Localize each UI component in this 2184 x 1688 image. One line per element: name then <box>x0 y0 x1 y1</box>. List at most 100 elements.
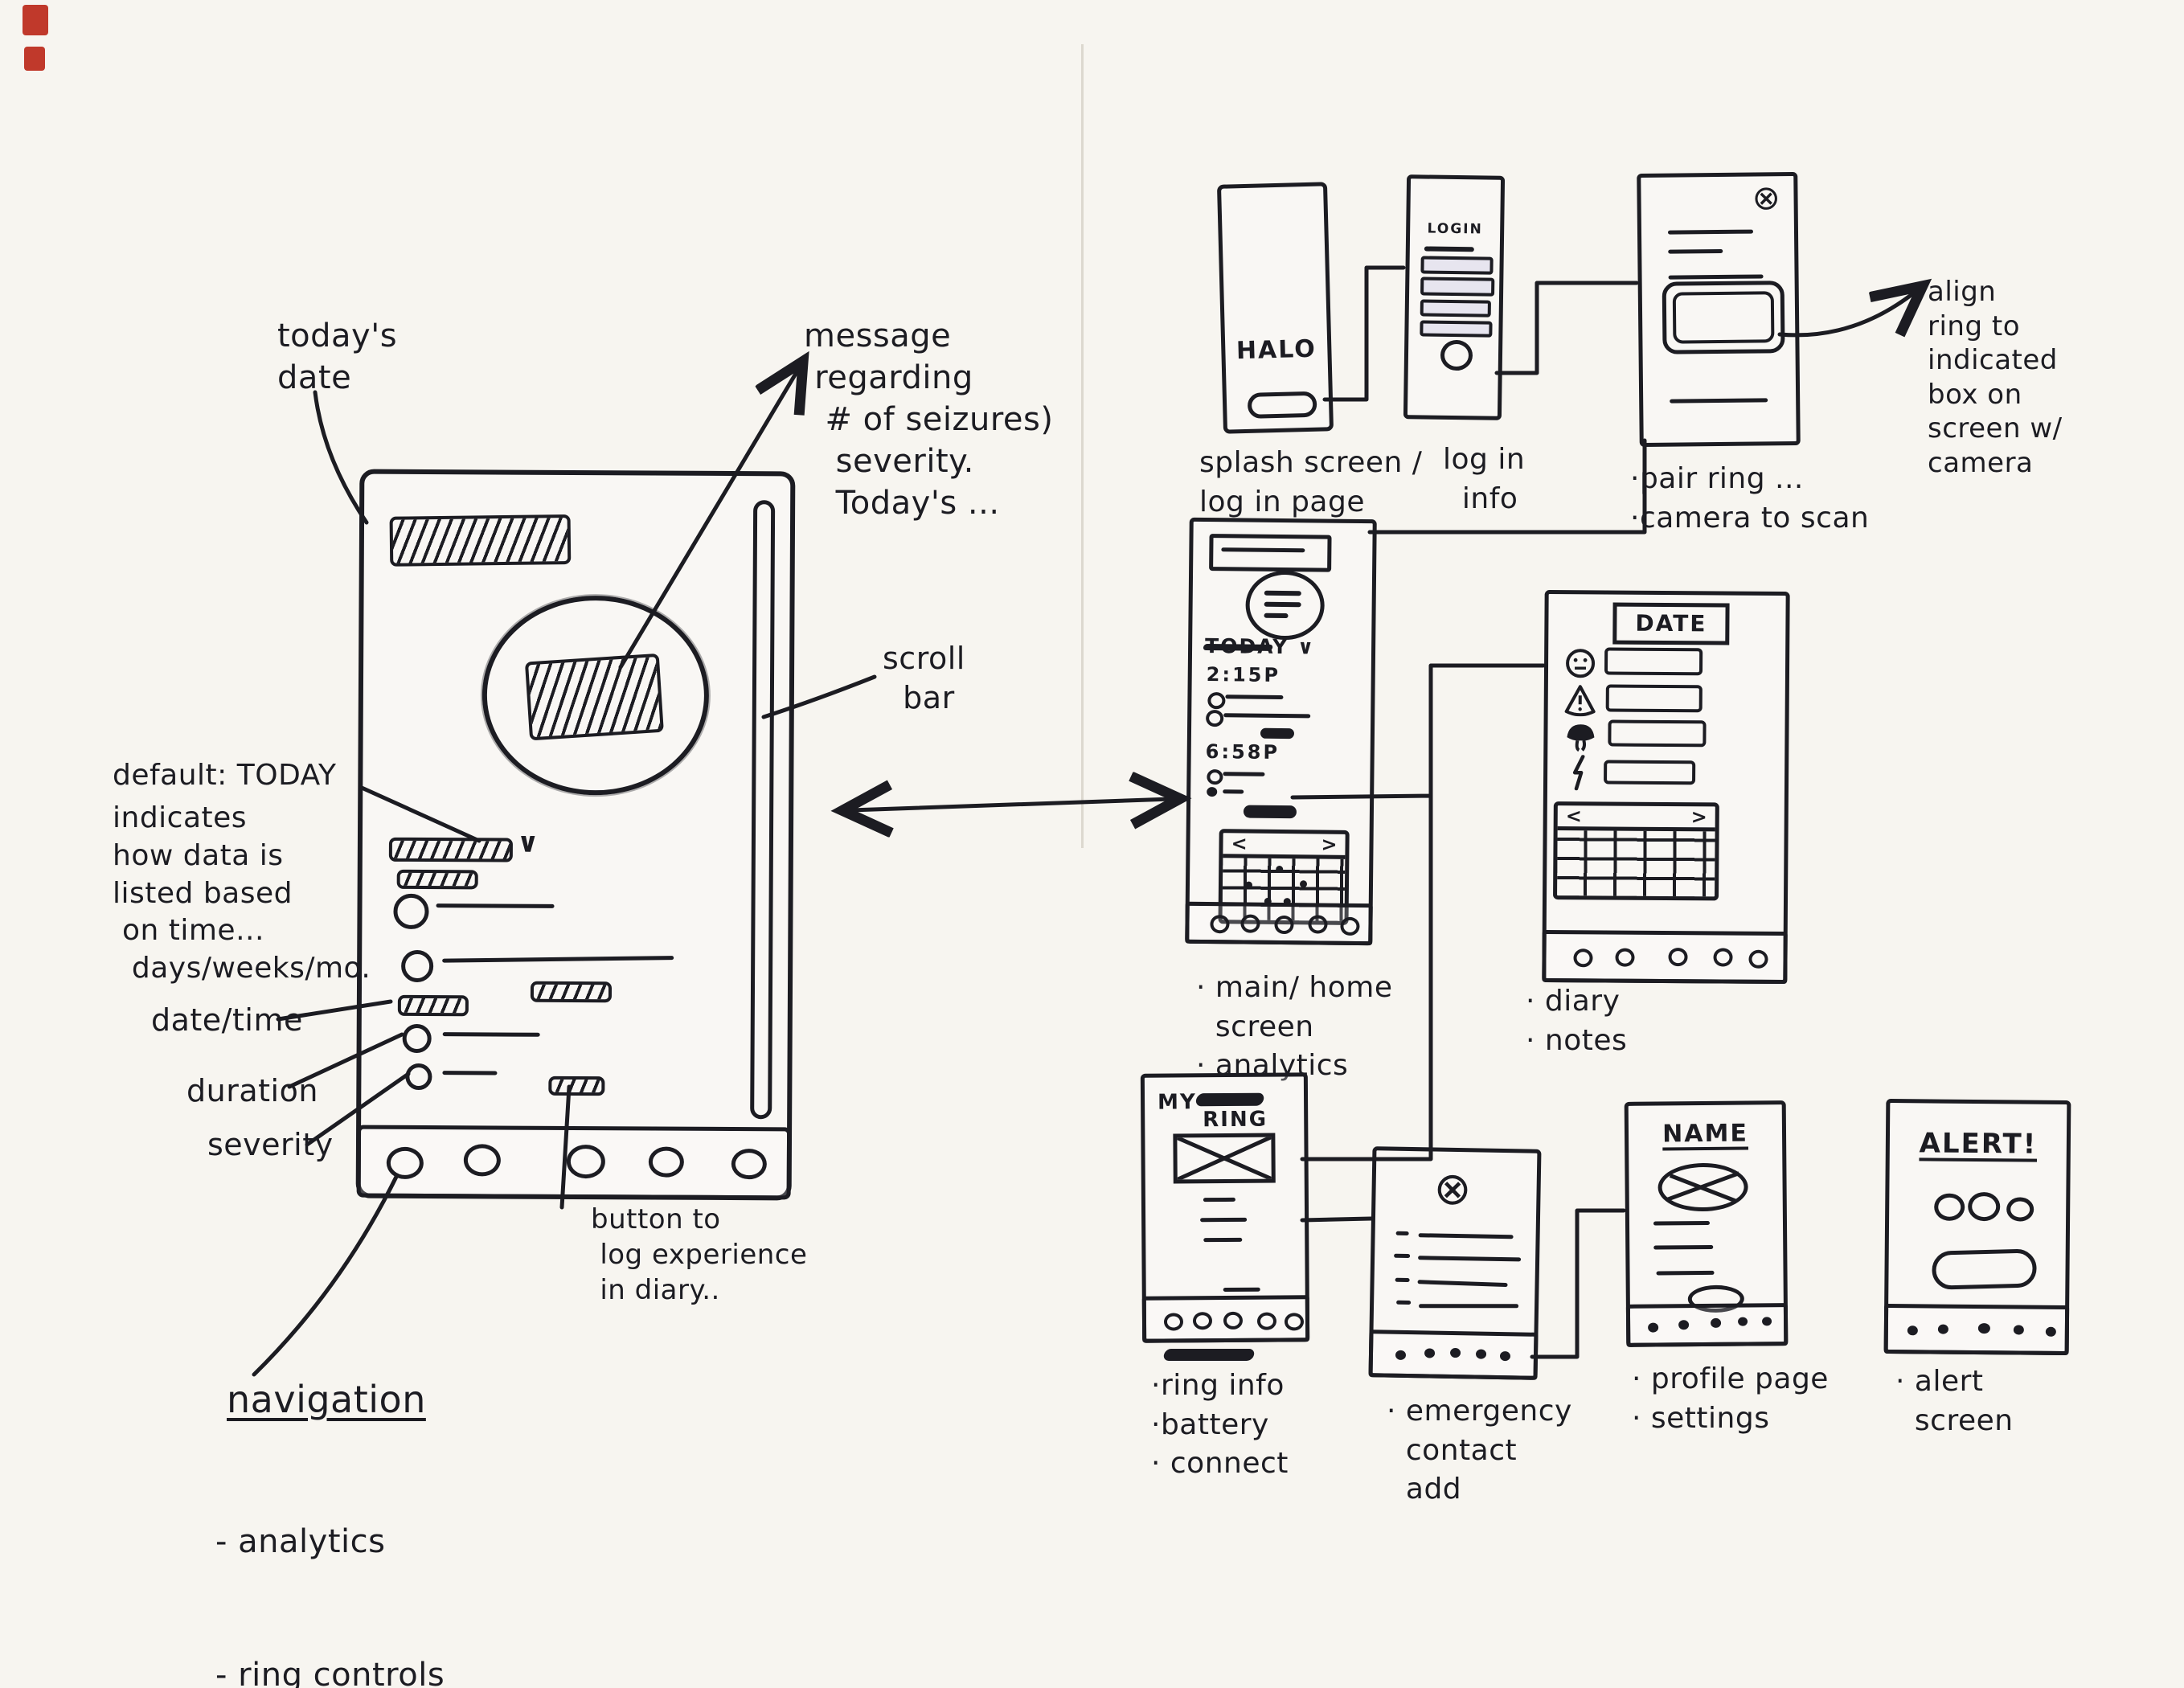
annotation-align-ring: align ring to indicated box on screen w/… <box>1928 276 2063 479</box>
main-wireframe-phone: ∨ <box>355 469 796 1201</box>
list-item-bullet <box>401 949 434 983</box>
date-header-label: DATE <box>1635 609 1707 637</box>
nav-dot <box>1738 1317 1748 1326</box>
nav-dot <box>1499 1350 1511 1362</box>
text-line <box>1203 1197 1235 1202</box>
profile-name-title: NAME <box>1662 1119 1749 1149</box>
nav-dot <box>1648 1322 1659 1333</box>
avatar <box>1657 1162 1748 1212</box>
calendar-dot <box>1276 865 1284 874</box>
lightning-icon <box>1572 755 1585 791</box>
arrow-left-right <box>850 799 1172 810</box>
date-time-chip <box>530 981 613 1003</box>
calendar-grid <box>1557 830 1715 897</box>
nav-dot <box>1475 1349 1487 1359</box>
nav-dot <box>1210 915 1230 934</box>
event-bullet <box>1207 787 1218 797</box>
navigation-list-title: navigation <box>227 1378 426 1421</box>
nav-list-item-ring-controls: - ring controls <box>215 1654 556 1688</box>
annotation-indicates: indicates how data is listed based on ti… <box>113 801 371 985</box>
my-ring-screen: MY RING <box>1140 1072 1310 1343</box>
time-filter-dropdown <box>388 837 513 862</box>
caption-profile: · profile page · settings <box>1632 1362 1829 1435</box>
nav-dot <box>2045 1326 2056 1337</box>
date-time-chip <box>397 994 469 1017</box>
close-icon: ⊗ <box>1433 1162 1473 1216</box>
nav-dot <box>1424 1348 1436 1358</box>
caption-pair-ring: ·pair ring ... ·camera to scan <box>1630 462 1870 535</box>
scribbled-word <box>1194 1092 1265 1107</box>
login-screen: LOGIN <box>1403 174 1506 420</box>
nav-dot <box>1937 1324 1948 1334</box>
scribbled-word <box>1162 1349 1256 1361</box>
annotation-message: message regarding # of seizures) severit… <box>804 318 1054 522</box>
top-bar <box>1209 534 1332 572</box>
scribble-overlay <box>1203 643 1273 651</box>
nav-dot <box>1668 948 1688 967</box>
my-ring-title2: RING <box>1203 1107 1268 1133</box>
message-bubble-icon <box>1245 570 1326 641</box>
text-line <box>1653 1244 1714 1250</box>
contact-row-line <box>1417 1280 1508 1288</box>
event-bullet <box>1207 769 1223 785</box>
event-line <box>1225 694 1284 700</box>
message-placeholder <box>524 653 664 741</box>
bottom-navigation-bar <box>1883 1303 2070 1355</box>
warning-icon <box>1564 685 1596 717</box>
home-screen: TODAY ∨ 2:15P 6:58P < > <box>1185 517 1377 946</box>
page-crease <box>1081 44 1084 848</box>
diary-field <box>1608 719 1707 748</box>
page-edge-mark <box>24 47 45 71</box>
event-line <box>1223 772 1265 776</box>
app-logo: HALO <box>1235 334 1317 366</box>
bottom-navigation-bar <box>356 1125 792 1200</box>
list-item-line <box>436 903 555 908</box>
alert-option <box>1934 1193 1965 1221</box>
list-item-bullet <box>393 893 429 930</box>
calendar: < > <box>1553 801 1719 901</box>
event-time: 6:58P <box>1205 740 1280 764</box>
annotation-todays-date: today's date <box>277 318 398 396</box>
nav-list-item-analytics: - analytics <box>215 1523 386 1560</box>
emergency-contact-screen: ⊗ <box>1368 1146 1542 1380</box>
severity-line <box>442 1071 498 1075</box>
text-line <box>1200 1217 1248 1223</box>
alert-title: ALERT! <box>1919 1127 2038 1161</box>
caption-login: log in info <box>1443 443 1526 515</box>
top-bar-line <box>1221 547 1305 553</box>
text-line <box>1653 1220 1711 1226</box>
calendar-header: < > <box>1223 832 1346 859</box>
splash-screen: HALO <box>1216 182 1334 434</box>
nav-dot <box>1713 948 1733 967</box>
nav-dot <box>1573 948 1593 968</box>
chevron-down-icon: ∨ <box>516 826 539 859</box>
nav-dot <box>1907 1325 1918 1336</box>
nav-dot <box>1977 1323 1990 1334</box>
diary-field <box>1604 760 1696 785</box>
nav-dot <box>1711 1317 1722 1328</box>
calendar-dot <box>1244 881 1253 889</box>
pair-ring-screen: ⊗ <box>1637 171 1801 448</box>
login-title: LOGIN <box>1427 220 1483 238</box>
bottom-navigation-bar <box>1368 1330 1539 1380</box>
annotation-duration: duration <box>186 1073 318 1108</box>
image-placeholder-icon <box>1173 1133 1276 1184</box>
alert-action-button <box>1931 1248 2038 1290</box>
nav-dot <box>1284 1313 1305 1331</box>
caption-emergency: · emergency contact add <box>1387 1395 1572 1506</box>
login-field <box>1420 299 1491 318</box>
contact-row-dash <box>1394 1253 1411 1259</box>
login-field <box>1420 320 1493 338</box>
viewfinder-inner <box>1672 291 1775 344</box>
duration-line <box>442 1032 540 1037</box>
connector-emergency-profile <box>1530 1208 1626 1359</box>
annotation-severity: severity <box>207 1127 334 1162</box>
contact-row-line <box>1418 1233 1514 1239</box>
contact-row-dash <box>1395 1231 1409 1235</box>
menu-lines-icon <box>1264 590 1301 596</box>
text-line <box>1668 248 1723 254</box>
event-line <box>1223 713 1311 719</box>
dash-bullet: - <box>215 1523 227 1560</box>
bottom-navigation-bar <box>1625 1303 1789 1347</box>
diary-field <box>1604 647 1703 676</box>
